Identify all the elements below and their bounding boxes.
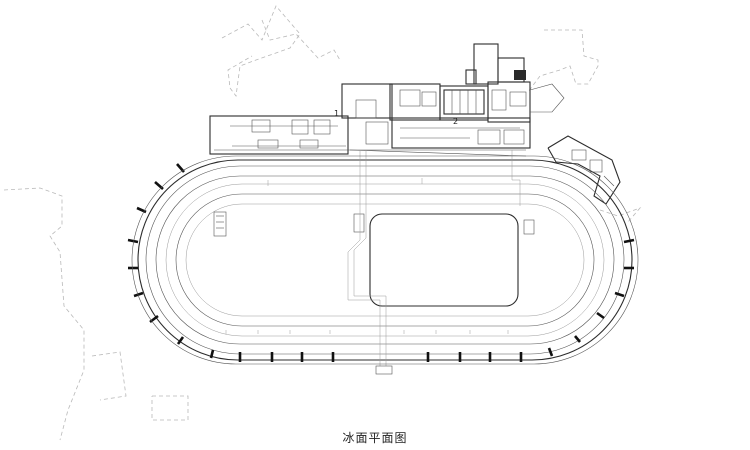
plan-caption: 冰面平面图 xyxy=(342,431,408,445)
service-building xyxy=(209,43,565,157)
structural-piers xyxy=(127,163,635,362)
marker-2: 2 xyxy=(453,117,458,126)
perimeter-line xyxy=(131,155,639,365)
speed-skating-oval xyxy=(137,159,633,361)
surrounding-context xyxy=(3,5,642,441)
marker-1: 1 xyxy=(334,109,339,118)
service-corridors xyxy=(347,150,521,375)
lane-marks xyxy=(225,178,509,334)
inner-ice-rink xyxy=(213,211,535,307)
east-annex xyxy=(547,135,621,205)
